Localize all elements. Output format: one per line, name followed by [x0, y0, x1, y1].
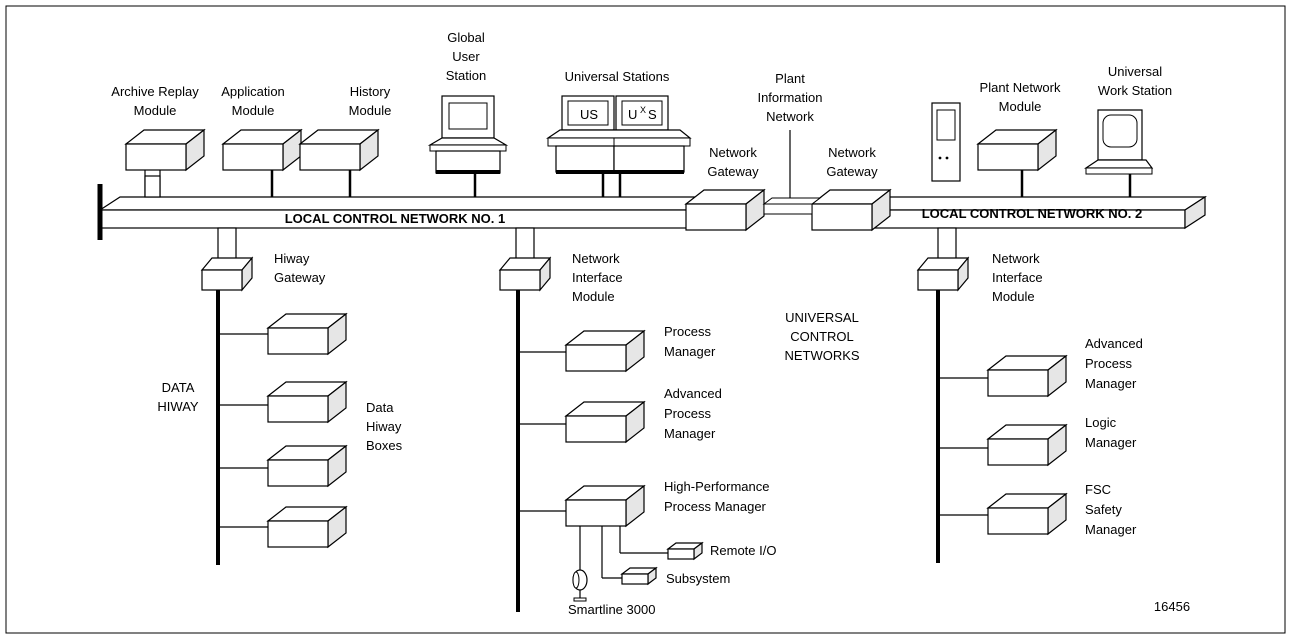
- lcn1-title: LOCAL CONTROL NETWORK NO. 1: [285, 211, 506, 226]
- nim-right-label-2: Interface: [992, 270, 1043, 285]
- nim-right-label-3: Module: [992, 289, 1035, 304]
- universal-stations-label: Universal Stations: [565, 69, 670, 84]
- apm-mid-label-2: Process: [664, 406, 711, 421]
- hpm-label-2: Process Manager: [664, 499, 767, 514]
- us-screen-right-x: X: [640, 105, 646, 115]
- fsc-label-1: FSC: [1085, 482, 1111, 497]
- application-label-1: Application: [221, 84, 285, 99]
- hiway-gateway-label-1: Hiway: [274, 251, 310, 266]
- history-module: [299, 129, 379, 197]
- data-hiway-label-1: DATA: [162, 380, 195, 395]
- fsc-label-2: Safety: [1085, 502, 1122, 517]
- lcn2-title: LOCAL CONTROL NETWORK NO. 2: [922, 206, 1143, 221]
- us-screen-left: US: [580, 107, 598, 122]
- network-gateway-left-label-1: Network: [709, 145, 757, 160]
- universal-work-station-label-2: Work Station: [1098, 83, 1172, 98]
- apm-right-label-3: Manager: [1085, 376, 1137, 391]
- pc-tower: [931, 102, 961, 182]
- us-screen-right-u: U: [628, 107, 637, 122]
- process-manager-label-2: Manager: [664, 344, 716, 359]
- logic-manager-label-2: Manager: [1085, 435, 1137, 450]
- data-hiway-label-2: HIWAY: [157, 399, 198, 414]
- right-ucn-branch: [917, 227, 1067, 563]
- plant-info-network-label-1: Plant: [775, 71, 805, 86]
- application-module: [222, 129, 302, 197]
- data-hiway-boxes-label-1: Data: [366, 400, 394, 415]
- network-gateway-right-label-2: Gateway: [826, 164, 878, 179]
- outer-border: [5, 5, 1286, 634]
- remote-io-label: Remote I/O: [710, 543, 776, 558]
- global-user-station-label-2: User: [452, 49, 480, 64]
- nim-mid-label-2: Interface: [572, 270, 623, 285]
- history-label-2: Module: [349, 103, 392, 118]
- application-label-2: Module: [232, 103, 275, 118]
- apm-mid-label-3: Manager: [664, 426, 716, 441]
- middle-ucn-branch: [499, 227, 703, 612]
- hpm-label-1: High-Performance: [664, 479, 770, 494]
- ucn-label-1: UNIVERSAL: [785, 310, 859, 325]
- universal-stations: [546, 95, 692, 197]
- plant-network-module: [977, 129, 1057, 197]
- network-gateway-right-label-1: Network: [828, 145, 876, 160]
- logic-manager-label-1: Logic: [1085, 415, 1117, 430]
- network-gateway-right: [811, 189, 891, 231]
- plant-network-module-label-1: Plant Network: [980, 80, 1061, 95]
- global-user-station-label-1: Global: [447, 30, 485, 45]
- archive-replay-module: [125, 129, 205, 198]
- universal-work-station: [1084, 109, 1154, 197]
- ucn-label-2: CONTROL: [790, 329, 854, 344]
- lcn1-bus: [97, 184, 713, 240]
- archive-replay-label-2: Module: [134, 103, 177, 118]
- apm-mid-label-1: Advanced: [664, 386, 722, 401]
- hiway-gateway-label-2: Gateway: [274, 270, 326, 285]
- global-user-station-label-3: Station: [446, 68, 486, 83]
- nim-mid-label-1: Network: [572, 251, 620, 266]
- plant-network-module-label-2: Module: [999, 99, 1042, 114]
- fsc-label-3: Manager: [1085, 522, 1137, 537]
- nim-mid-label-3: Module: [572, 289, 615, 304]
- universal-work-station-label-1: Universal: [1108, 64, 1162, 79]
- history-label-1: History: [350, 84, 391, 99]
- plant-info-network-label-3: Network: [766, 109, 814, 124]
- global-user-station: [427, 95, 509, 197]
- figure-number: 16456: [1154, 599, 1190, 614]
- us-screen-right-s: S: [648, 107, 657, 122]
- data-hiway-boxes-label-3: Boxes: [366, 438, 403, 453]
- plant-info-network-label-2: Information: [757, 90, 822, 105]
- hiway-gateway-branch: [201, 227, 347, 565]
- apm-right-label-2: Process: [1085, 356, 1132, 371]
- archive-replay-label-1: Archive Replay: [111, 84, 199, 99]
- apm-right-label-1: Advanced: [1085, 336, 1143, 351]
- process-manager-label-1: Process: [664, 324, 711, 339]
- smartline-label: Smartline 3000: [568, 602, 655, 617]
- subsystem-label: Subsystem: [666, 571, 730, 586]
- network-gateway-left: [685, 189, 765, 231]
- nim-right-label-1: Network: [992, 251, 1040, 266]
- ucn-label-3: NETWORKS: [784, 348, 859, 363]
- plant-information-network-link: [762, 130, 822, 215]
- network-gateway-left-label-2: Gateway: [707, 164, 759, 179]
- data-hiway-boxes-label-2: Hiway: [366, 419, 402, 434]
